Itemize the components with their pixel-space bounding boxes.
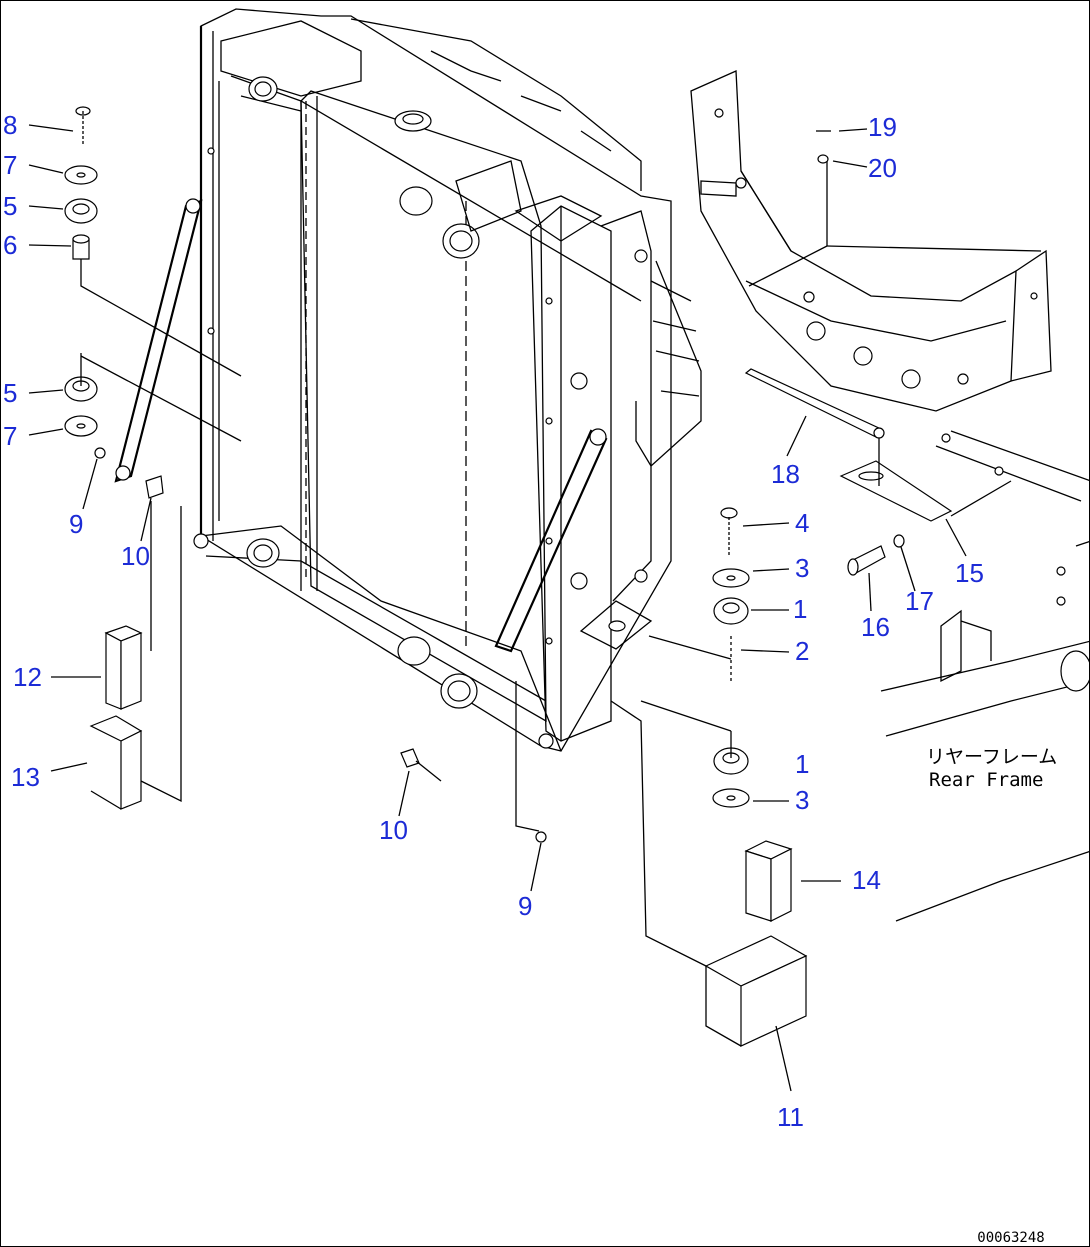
callout-13: 13 (11, 762, 40, 792)
callout-15: 15 (955, 558, 984, 588)
radiator-assembly (193, 8, 702, 752)
callout-7: 7 (3, 150, 17, 180)
callout-17: 17 (905, 586, 934, 616)
callout-5-lower: 5 (3, 378, 17, 408)
callout-labels: 8 7 5 6 5 7 9 10 12 13 10 9 19 20 18 4 3… (3, 110, 984, 1132)
leader-lines (28, 124, 1042, 1092)
callout-11: 11 (777, 1102, 804, 1132)
rear-frame-label-jp: リヤーフレーム (926, 746, 1057, 768)
callout-19: 19 (868, 112, 897, 142)
callout-18: 18 (771, 459, 800, 489)
callout-9: 9 (69, 509, 83, 539)
callout-12: 12 (13, 662, 42, 692)
callout-3: 3 (795, 553, 809, 583)
callout-1: 1 (793, 594, 807, 624)
hardware-parts (64, 106, 953, 1047)
callout-16: 16 (861, 612, 890, 642)
rear-frame (690, 70, 1089, 922)
callout-20: 20 (868, 153, 897, 183)
callout-3-lower: 3 (795, 785, 809, 815)
callout-6: 6 (3, 230, 17, 260)
rear-frame-label-en: Rear Frame (929, 769, 1043, 791)
support-stays (114, 198, 608, 653)
drawing-code: 00063248 (977, 1230, 1044, 1246)
callout-10: 10 (121, 541, 150, 571)
callout-1-lower: 1 (795, 749, 809, 779)
callout-7-lower: 7 (3, 421, 17, 451)
callout-14: 14 (852, 865, 881, 895)
callout-2: 2 (795, 636, 809, 666)
callout-4: 4 (795, 508, 809, 538)
callout-9-lower: 9 (518, 891, 532, 921)
callout-8: 8 (3, 110, 17, 140)
callout-5: 5 (3, 191, 17, 221)
callout-10-lower: 10 (379, 815, 408, 845)
